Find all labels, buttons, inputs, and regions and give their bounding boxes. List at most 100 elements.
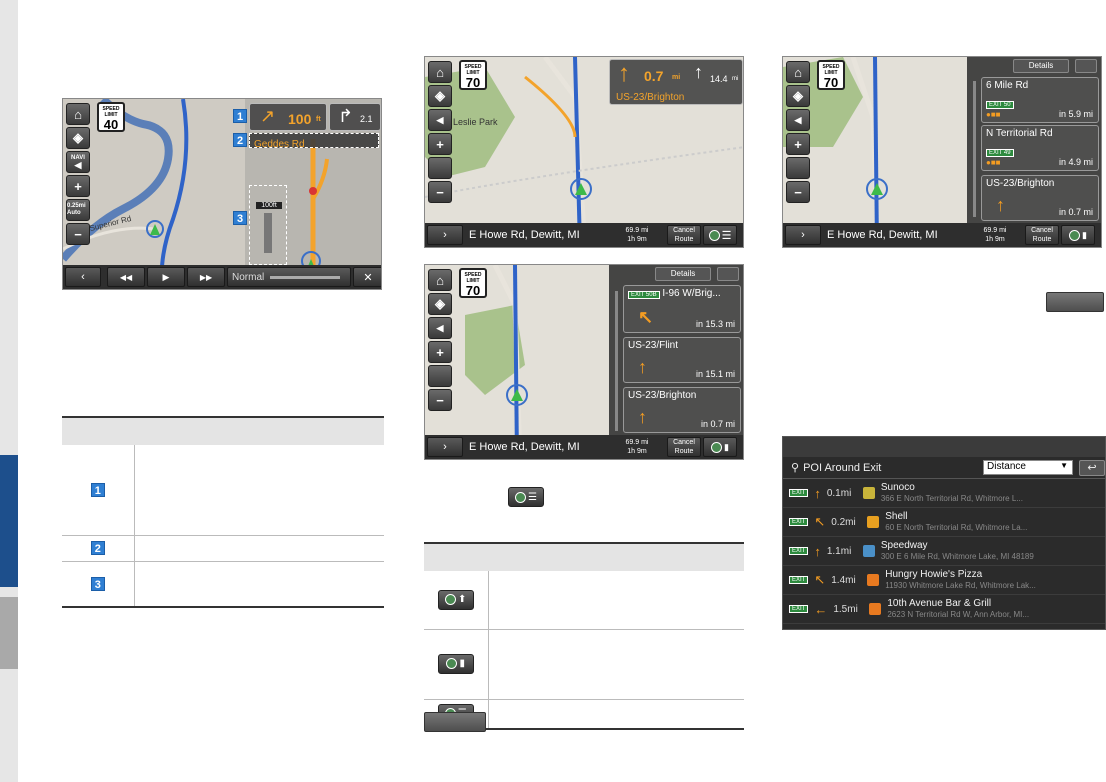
chapter-tab[interactable] [0, 597, 18, 669]
menu-button[interactable]: › [427, 437, 463, 457]
zoom-in-button[interactable]: + [428, 341, 452, 363]
compass-button[interactable]: ◈ [786, 85, 810, 107]
cancel-route-button[interactable]: Cancel Route [667, 225, 701, 245]
route-step-3[interactable]: US-23/Brighton ↑ in 0.7 mi [623, 387, 741, 433]
nav-screen-1: ⌂ ◈ NAVI◀ + 0.25mi Auto − SPEED LIMIT 40… [62, 98, 382, 290]
zoom-out-button[interactable]: − [428, 389, 452, 411]
scale-indicator[interactable]: 0.25mi Auto [66, 199, 90, 221]
speed-limit-sign: SPEED LIMIT 70 [817, 60, 845, 90]
playback-speed-control[interactable]: Normal [227, 267, 351, 287]
current-address: E Howe Rd, Dewitt, MI [469, 229, 580, 241]
home-button[interactable]: ⌂ [66, 103, 90, 125]
callout-table: 1 2 3 [62, 416, 384, 608]
zoom-in-button[interactable]: + [786, 133, 810, 155]
back-button[interactable]: ‹ [65, 267, 101, 287]
zoom-in-button[interactable]: + [66, 175, 90, 197]
home-button[interactable]: ⌂ [786, 61, 810, 83]
second-turn-box[interactable]: ↱ 2.1 [329, 103, 381, 131]
zoom-out-button[interactable]: − [66, 223, 90, 245]
exit-badge: EXIT [789, 576, 809, 584]
speaker-icon: ◀ [794, 114, 802, 125]
panel-icon: ▮ [459, 658, 465, 670]
home-button[interactable]: ⌂ [428, 269, 452, 291]
straight-arrow-icon: ↑ [638, 357, 647, 377]
brand-logo-icon [862, 545, 875, 557]
speed-limit-sign: SPEED LIMIT 70 [459, 268, 487, 298]
fast-forward-button[interactable]: ▶▶ [187, 267, 225, 287]
view-mode-button[interactable]: ☰ [703, 225, 737, 245]
cancel-route-button[interactable]: Cancel Route [1025, 225, 1059, 245]
direction-arrow-icon: ← [814, 601, 828, 617]
zoom-in-button[interactable]: + [428, 133, 452, 155]
rewind-icon: ◀◀ [119, 272, 133, 282]
next-straight-arrow-icon: ↑ [694, 62, 703, 82]
navi-volume-button[interactable]: NAVI◀ [66, 151, 90, 173]
scale-indicator[interactable] [786, 157, 810, 179]
zoom-out-button[interactable]: − [786, 181, 810, 203]
view-mode-button[interactable]: ▮ [1061, 225, 1095, 245]
exit-badge: EXIT [789, 518, 809, 526]
close-button[interactable]: ✕ [353, 267, 381, 287]
route-details-panel: Details 6 Mile Rd EXIT 50 ●■■ in 5.9 mi … [967, 57, 1101, 223]
details-button[interactable]: Details [655, 267, 711, 281]
route-step-3[interactable]: US-23/Brighton ↑ in 0.7 mi [981, 175, 1099, 221]
home-button[interactable]: ⌂ [428, 61, 452, 83]
compass-button[interactable]: ◈ [428, 85, 452, 107]
settings-button[interactable] [1075, 59, 1097, 73]
rewind-button[interactable]: ◀◀ [107, 267, 145, 287]
compass-icon: ◈ [435, 296, 445, 311]
compass-button[interactable]: ◈ [66, 127, 90, 149]
route-details-panel: Details EXIT 50B I-96 W/Brig... ↖ in 15.… [609, 265, 743, 435]
settings-button[interactable] [717, 267, 739, 281]
brand-logo-icon [869, 603, 882, 615]
navi-volume-button[interactable]: ◀ [786, 109, 810, 131]
next-turn-box[interactable]: ↑ 0.7 mi ↑ 14.4 mi US-23/Brighton [609, 59, 743, 105]
navi-volume-button[interactable]: ◀ [428, 109, 452, 131]
scale-indicator[interactable] [428, 365, 452, 387]
inline-button-graphic [1046, 292, 1104, 312]
route-step-2[interactable]: US-23/Flint ↑ in 15.1 mi [623, 337, 741, 383]
sort-dropdown[interactable]: Distance▼ [983, 460, 1074, 475]
route-step-1[interactable]: 6 Mile Rd EXIT 50 ●■■ in 5.9 mi [981, 77, 1099, 123]
nav-screen-3: ⌂ ◈ ◀ + − SPEED LIMIT 70 Details EXIT 50… [424, 264, 744, 460]
chapter-tab-active[interactable] [0, 455, 18, 587]
chevron-right-icon: › [443, 441, 447, 453]
direction-arrow-icon: ↖ [814, 514, 826, 529]
home-icon: ⌂ [794, 64, 802, 80]
direction-arrow-icon: ↑ [814, 485, 821, 501]
amenity-icons: ●■■ [986, 158, 1001, 167]
back-button[interactable]: ↩ [1079, 459, 1106, 476]
compass-button[interactable]: ◈ [428, 293, 452, 315]
route-step-2[interactable]: N Territorial Rd EXIT 49 ●■■ in 4.9 mi [981, 125, 1099, 171]
progress-track[interactable] [270, 275, 341, 279]
location-pin-icon: ⚲ [791, 462, 800, 474]
scale-indicator[interactable] [428, 157, 452, 179]
home-icon: ⌂ [436, 64, 444, 80]
route-step-1[interactable]: EXIT 50B I-96 W/Brig... ↖ in 15.3 mi [623, 285, 741, 333]
inline-button-graphic [424, 712, 486, 732]
cancel-route-button[interactable]: Cancel Route [667, 437, 701, 457]
poi-title: POI Around Exit [803, 461, 882, 474]
next-turn-box[interactable]: ↗ 100 ft [249, 103, 327, 131]
callout-3: 3 [233, 211, 247, 225]
list-icon: ☰ [528, 491, 537, 503]
menu-button[interactable]: › [785, 225, 821, 245]
panel-view-icon-graphic: ▮ [437, 653, 474, 674]
view-mode-button[interactable]: ▮ [703, 437, 737, 457]
menu-button[interactable]: › [427, 225, 463, 245]
brand-logo-icon [867, 516, 880, 528]
play-button[interactable]: ▶ [147, 267, 185, 287]
navi-volume-button[interactable]: ◀ [428, 317, 452, 339]
details-button[interactable]: Details [1013, 59, 1069, 73]
play-icon: ▶ [162, 271, 170, 282]
zoom-out-button[interactable]: − [428, 181, 452, 203]
current-address: E Howe Rd, Dewitt, MI [827, 229, 938, 241]
